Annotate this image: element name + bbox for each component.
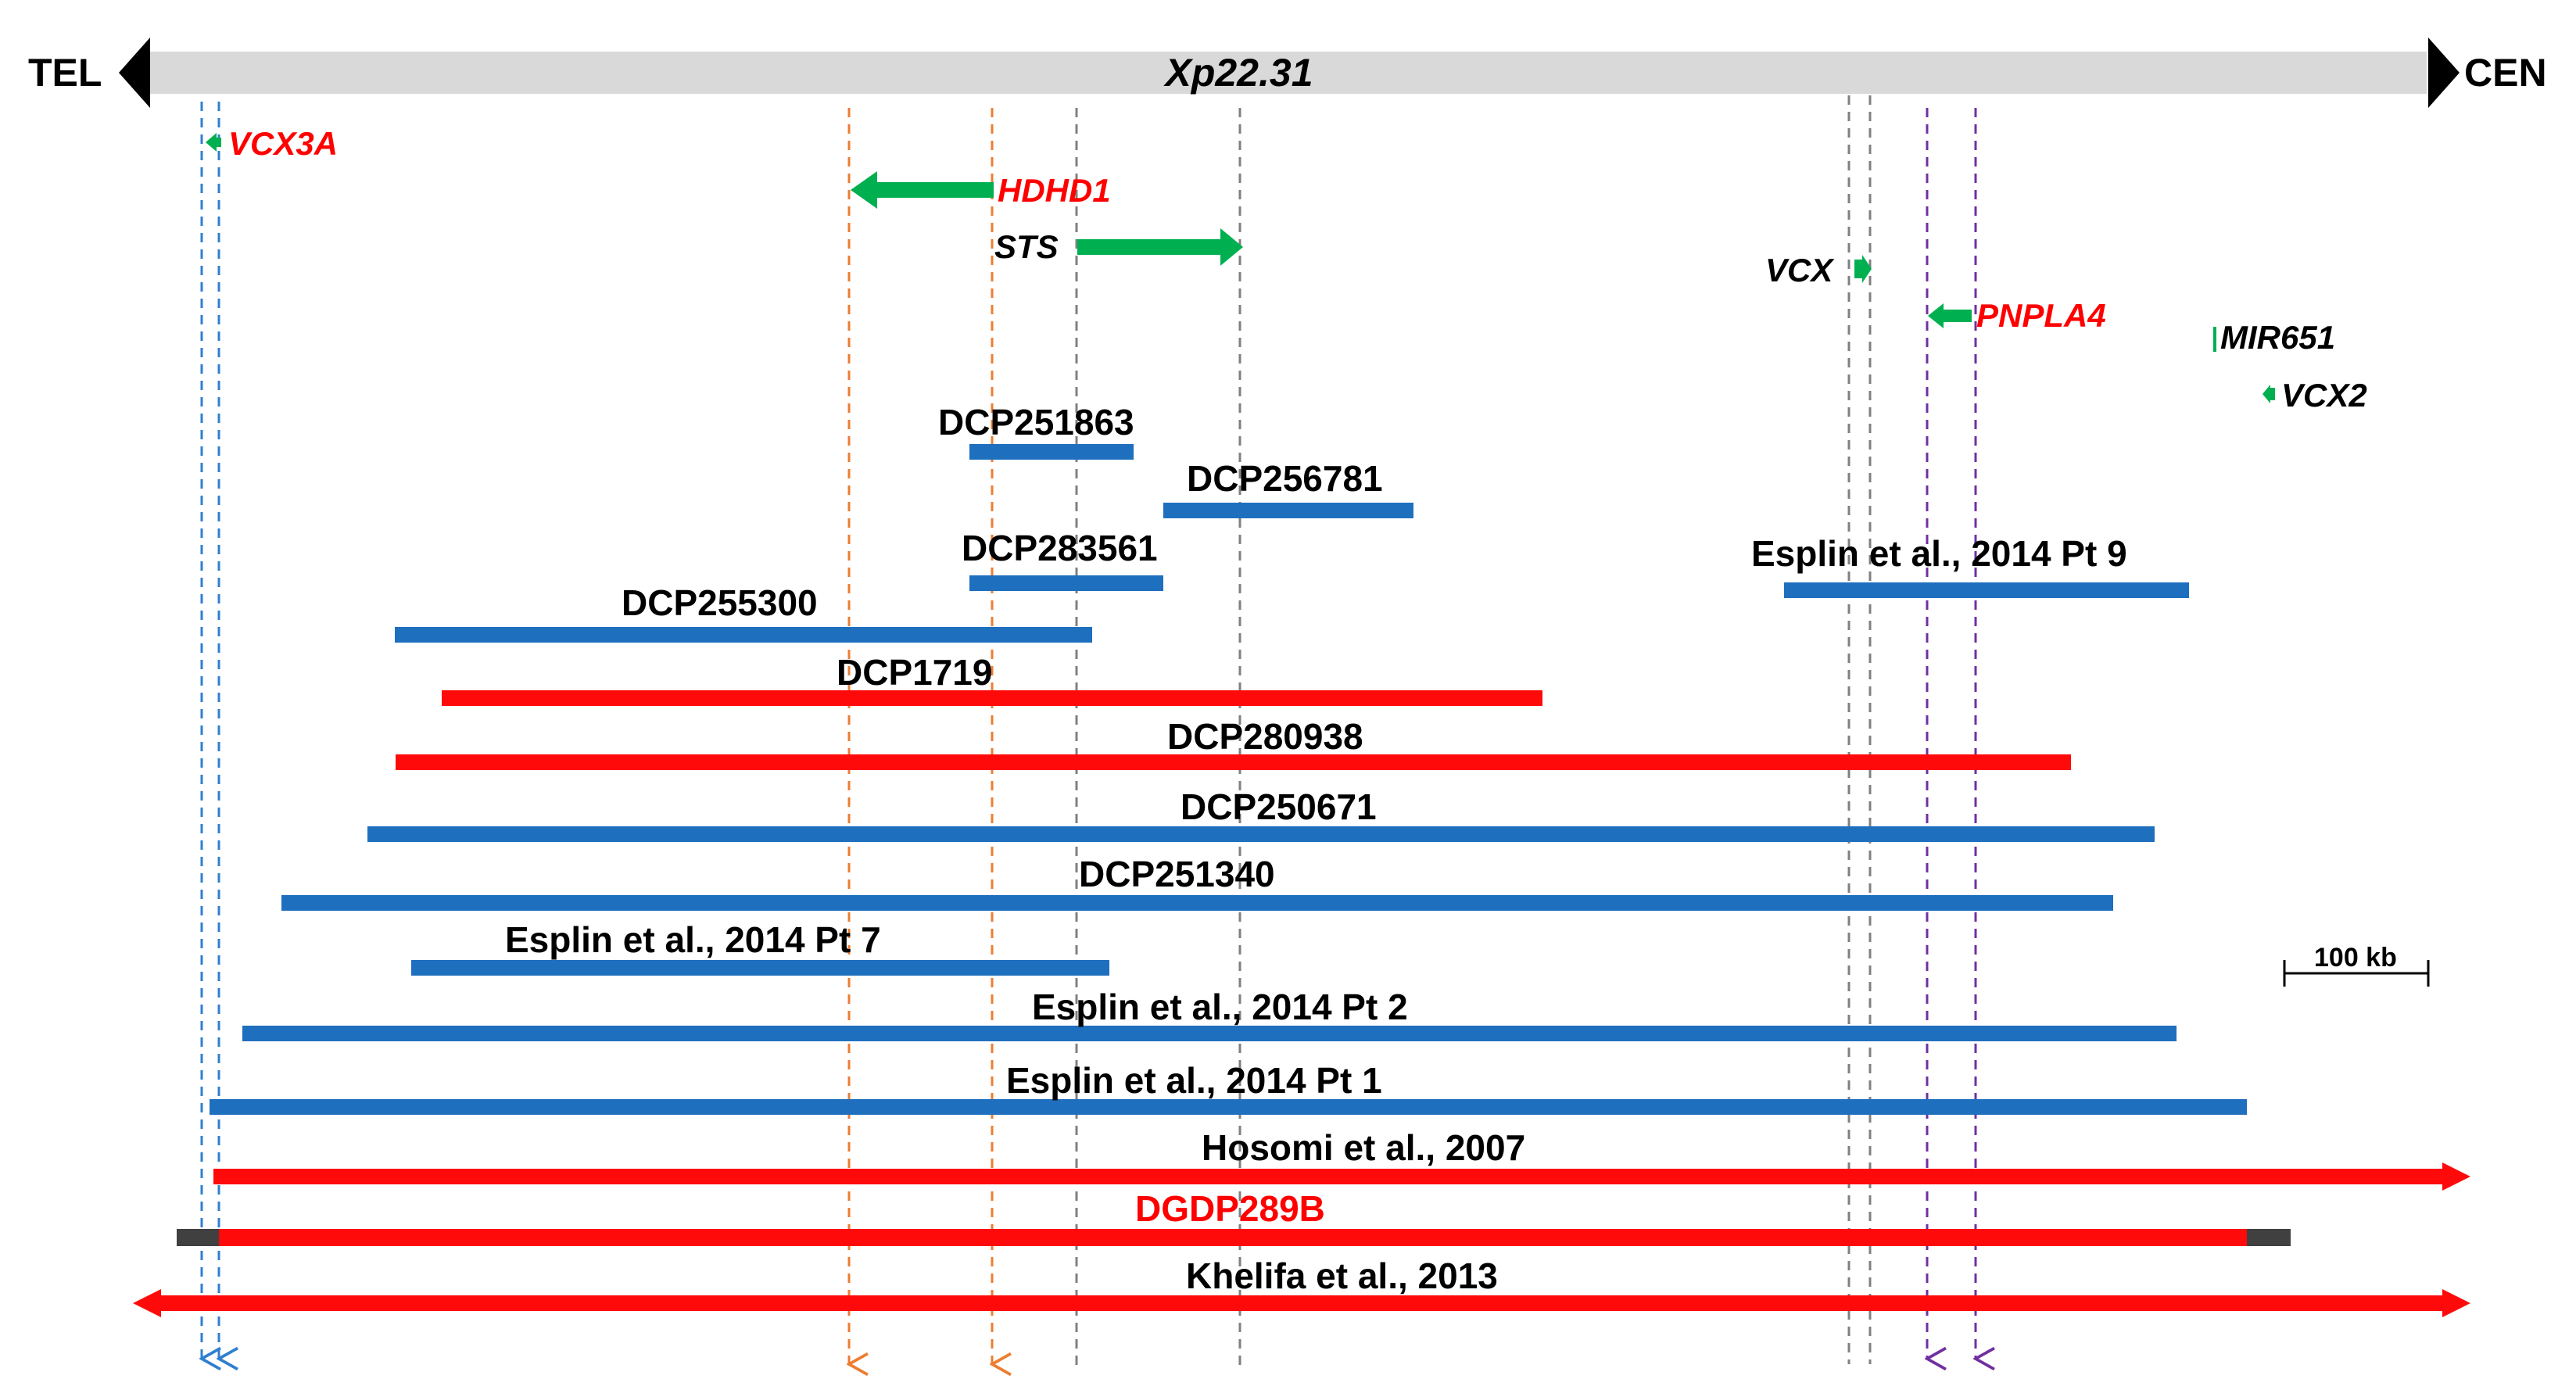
- mir651-gene-mark: [2213, 327, 2216, 352]
- gene-label-hdhd1: HDHD1: [998, 172, 1111, 209]
- guide-lines: [202, 95, 1976, 1370]
- scale-bar: 100 kb: [2283, 943, 2430, 987]
- scale-bar-label: 100 kb: [2314, 943, 2397, 973]
- deletion-label-esplin-pt7: Esplin et al., 2014 Pt 7: [505, 919, 881, 960]
- dgdp289b-left-extension: [177, 1229, 220, 1246]
- deletion-label-dgdp289b: DGDP289B: [1135, 1188, 1325, 1229]
- deletion-bar-dcp251863: [969, 444, 1134, 460]
- tel-arrow-icon: [119, 38, 150, 108]
- deletion-bar-dcp255300: [395, 627, 1092, 643]
- deletion-label-dcp256781: DCP256781: [1187, 458, 1383, 499]
- cen-arrow-icon: [2428, 38, 2460, 108]
- gene-label-vcx: VCX: [1765, 252, 1835, 288]
- deletion-label-dcp283561: DCP283561: [962, 528, 1158, 568]
- chromosome-bar: TEL CEN Xp22.31: [28, 38, 2547, 108]
- deletion-bars: DCP251863 DCP256781 DCP283561 Esplin et …: [133, 402, 2470, 1317]
- sts-gene-arrow: [1077, 228, 1243, 266]
- deletion-bar-esplin-pt2: [242, 1026, 2177, 1041]
- khelifa-right-arrow-icon: [2442, 1289, 2470, 1317]
- hosomi-right-arrow-icon: [2442, 1162, 2470, 1191]
- deletion-label-dcp280938: DCP280938: [1167, 716, 1363, 757]
- deletion-bar-esplin-pt7: [411, 960, 1109, 976]
- deletion-bar-dcp1719: [442, 690, 1542, 706]
- vcx2-gene-arrow: [2263, 385, 2275, 403]
- deletion-label-dcp1719: DCP1719: [837, 652, 992, 693]
- deletion-bar-dgdp289b: [219, 1229, 2248, 1246]
- deletion-bar-dcp251340: [281, 895, 2113, 911]
- deletion-bar-dcp280938: [396, 754, 2071, 770]
- tel-label: TEL: [28, 51, 102, 95]
- deletion-bar-khelifa: [159, 1295, 2444, 1311]
- gene-label-mir651: MIR651: [2220, 319, 2335, 356]
- deletion-bar-dcp256781: [1163, 503, 1413, 518]
- deletion-label-dcp255300: DCP255300: [622, 582, 818, 623]
- deletion-bar-dcp250671: [367, 826, 2155, 842]
- deletion-bar-esplin-pt1: [210, 1099, 2247, 1115]
- deletion-label-esplin-pt9: Esplin et al., 2014 Pt 9: [1751, 533, 2127, 574]
- dgdp289b-right-extension: [2247, 1229, 2291, 1246]
- deletion-label-dcp250671: DCP250671: [1181, 786, 1377, 827]
- gene-label-sts: STS: [994, 228, 1059, 265]
- deletion-label-esplin-pt2: Esplin et al., 2014 Pt 2: [1032, 987, 1408, 1027]
- chromosome-band-bar: [150, 52, 2427, 94]
- deletion-label-dcp251340: DCP251340: [1079, 854, 1275, 894]
- khelifa-left-arrow-icon: [133, 1289, 161, 1317]
- gene-label-vcx3a: VCX3A: [228, 125, 338, 162]
- deletion-bar-hosomi: [213, 1169, 2444, 1184]
- deletion-label-esplin-pt1: Esplin et al., 2014 Pt 1: [1006, 1060, 1382, 1101]
- gene-label-pnpla4: PNPLA4: [1976, 297, 2106, 334]
- deletion-label-hosomi: Hosomi et al., 2007: [1202, 1127, 1525, 1168]
- vcx-gene-arrow: [1854, 255, 1872, 283]
- vcx3a-gene-arrow: [206, 133, 221, 152]
- genes-track: VCX3A HDHD1 STS VCX PNPLA4 MIR651 VCX2: [206, 125, 2367, 414]
- deletion-label-khelifa: Khelifa et al., 2013: [1186, 1256, 1498, 1296]
- pnpla4-gene-arrow: [1928, 303, 1972, 328]
- deletion-label-dcp251863: DCP251863: [938, 402, 1134, 442]
- gene-label-vcx2: VCX2: [2281, 377, 2367, 414]
- hdhd1-gene-arrow: [851, 171, 994, 209]
- deletion-bar-esplin-pt9: [1784, 582, 2189, 598]
- cen-label: CEN: [2464, 51, 2547, 95]
- deletion-bar-dcp283561: [969, 575, 1163, 591]
- band-label: Xp22.31: [1163, 51, 1313, 95]
